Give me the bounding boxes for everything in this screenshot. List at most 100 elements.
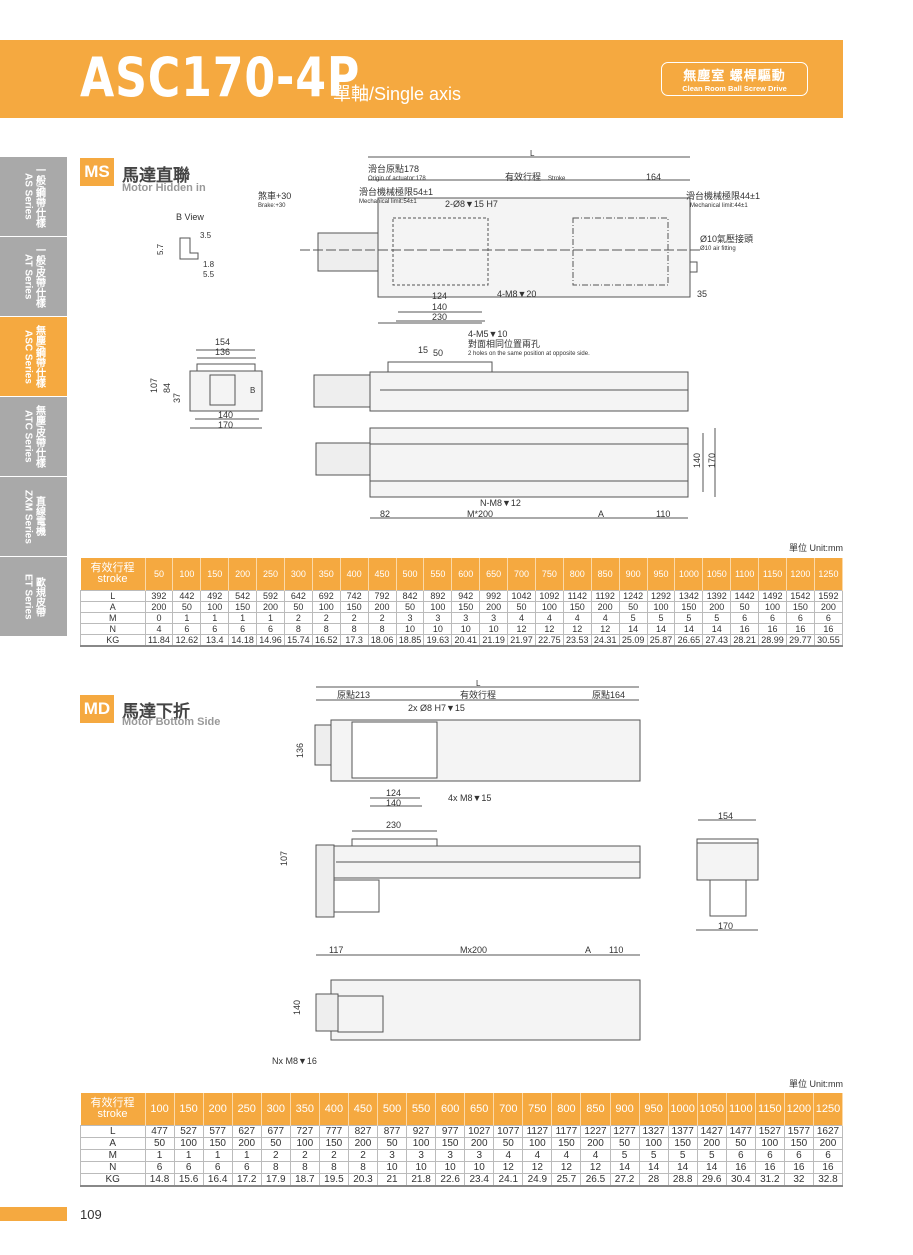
- stroke-value: 1200: [786, 558, 815, 591]
- table-cell: 50: [260, 1137, 291, 1150]
- table-cell: 150: [435, 1137, 466, 1150]
- stroke-value: 750: [535, 558, 564, 591]
- stroke-value: 850: [591, 558, 620, 591]
- table-cell: 100: [638, 1137, 669, 1150]
- svg-text:1.8: 1.8: [203, 260, 215, 269]
- table-cell: 3: [376, 1149, 408, 1162]
- stroke-value: 350: [312, 558, 341, 591]
- stroke-value: 800: [551, 1093, 582, 1126]
- svg-text:164: 164: [646, 172, 661, 182]
- svg-text:4-M8▼20: 4-M8▼20: [497, 289, 536, 299]
- table-cell: 1542: [785, 590, 815, 602]
- stroke-value: 1250: [813, 1093, 844, 1126]
- table-cell: 200: [231, 1137, 262, 1150]
- stroke-value: 350: [290, 1093, 320, 1126]
- table-cell: 12: [551, 1161, 582, 1174]
- stroke-value: 900: [610, 1093, 640, 1126]
- svg-text:136: 136: [215, 347, 230, 357]
- table-cell: 6: [785, 612, 815, 624]
- table-cell: 1527: [754, 1125, 785, 1138]
- table-cell: 1277: [609, 1125, 640, 1138]
- table-cell: 27.43: [702, 634, 732, 647]
- table-cell: 2: [339, 612, 369, 624]
- svg-text:5.5: 5.5: [203, 270, 215, 279]
- table-cell: 592: [256, 590, 285, 602]
- table-cell: 1492: [758, 590, 787, 602]
- table-cell: 100: [200, 601, 230, 613]
- table-cell: 6: [173, 1161, 204, 1174]
- stroke-value: 500: [377, 1093, 408, 1126]
- table-cell: 16: [785, 623, 815, 635]
- table-cell: 2: [289, 1149, 320, 1162]
- table-cell: 50: [618, 601, 648, 613]
- svg-text:15: 15: [418, 345, 428, 355]
- table-cell: 29.6: [696, 1173, 727, 1187]
- stroke-value: 400: [319, 1093, 349, 1126]
- stroke-value: 500: [396, 558, 425, 591]
- ms-subtitle: Motor Hidden in: [122, 182, 206, 194]
- table-cell: 4: [522, 1149, 553, 1162]
- table-cell: 10: [464, 1161, 495, 1174]
- row-label: KG: [80, 634, 146, 647]
- table-cell: 25.09: [618, 634, 648, 647]
- table-cell: 100: [406, 1137, 437, 1150]
- table-cell: 877: [376, 1125, 408, 1138]
- table-cell: 20.3: [347, 1173, 379, 1187]
- svg-text:140: 140: [386, 798, 401, 808]
- stroke-value: 1150: [758, 558, 787, 591]
- table-cell: 1: [172, 612, 202, 624]
- table-cell: 2: [318, 1149, 349, 1162]
- table-cell: 16.52: [311, 634, 341, 647]
- table-cell: 200: [464, 1137, 495, 1150]
- table-cell: 16: [725, 1161, 756, 1174]
- table-cell: 28.21: [730, 634, 760, 647]
- stroke-value: 1100: [726, 1093, 756, 1126]
- stroke-value: 250: [256, 558, 285, 591]
- svg-text:140: 140: [218, 410, 233, 420]
- md-side-view: [315, 830, 641, 918]
- table-cell: 3: [479, 612, 509, 624]
- stroke-value: 300: [284, 558, 313, 591]
- table-cell: 19.5: [318, 1173, 349, 1187]
- table-cell: 827: [347, 1125, 379, 1138]
- table-cell: 14: [609, 1161, 640, 1174]
- svg-text:170: 170: [707, 453, 717, 468]
- table-cell: 100: [423, 601, 453, 613]
- ms-bottom-view: [315, 427, 716, 519]
- table-cell: 1: [173, 1149, 204, 1162]
- table-cell: 150: [451, 601, 481, 613]
- table-cell: 21.97: [507, 634, 536, 647]
- table-cell: 30.4: [725, 1173, 756, 1187]
- table-cell: 4: [551, 1149, 582, 1162]
- table-cell: 842: [395, 590, 425, 602]
- svg-text:35: 35: [697, 289, 707, 299]
- table-cell: 150: [667, 1137, 698, 1150]
- table-cell: 150: [674, 601, 704, 613]
- table-cell: 16: [813, 623, 844, 635]
- ms-side-view: [313, 361, 689, 412]
- table-cell: 14: [696, 1161, 727, 1174]
- svg-text:117: 117: [329, 945, 343, 955]
- table-cell: 992: [479, 590, 509, 602]
- table-cell: 150: [202, 1137, 233, 1150]
- table-cell: 10: [435, 1161, 466, 1174]
- svg-text:有效行程: 有效行程: [505, 171, 541, 182]
- table-cell: 1127: [522, 1125, 553, 1138]
- table-cell: 4: [562, 612, 592, 624]
- table-cell: 200: [256, 601, 285, 613]
- svg-text:140: 140: [692, 453, 702, 468]
- table-cell: 14: [702, 623, 732, 635]
- table-cell: 50: [376, 1137, 408, 1150]
- svg-text:Brake:+30: Brake:+30: [258, 203, 286, 209]
- stroke-value: 1100: [730, 558, 760, 591]
